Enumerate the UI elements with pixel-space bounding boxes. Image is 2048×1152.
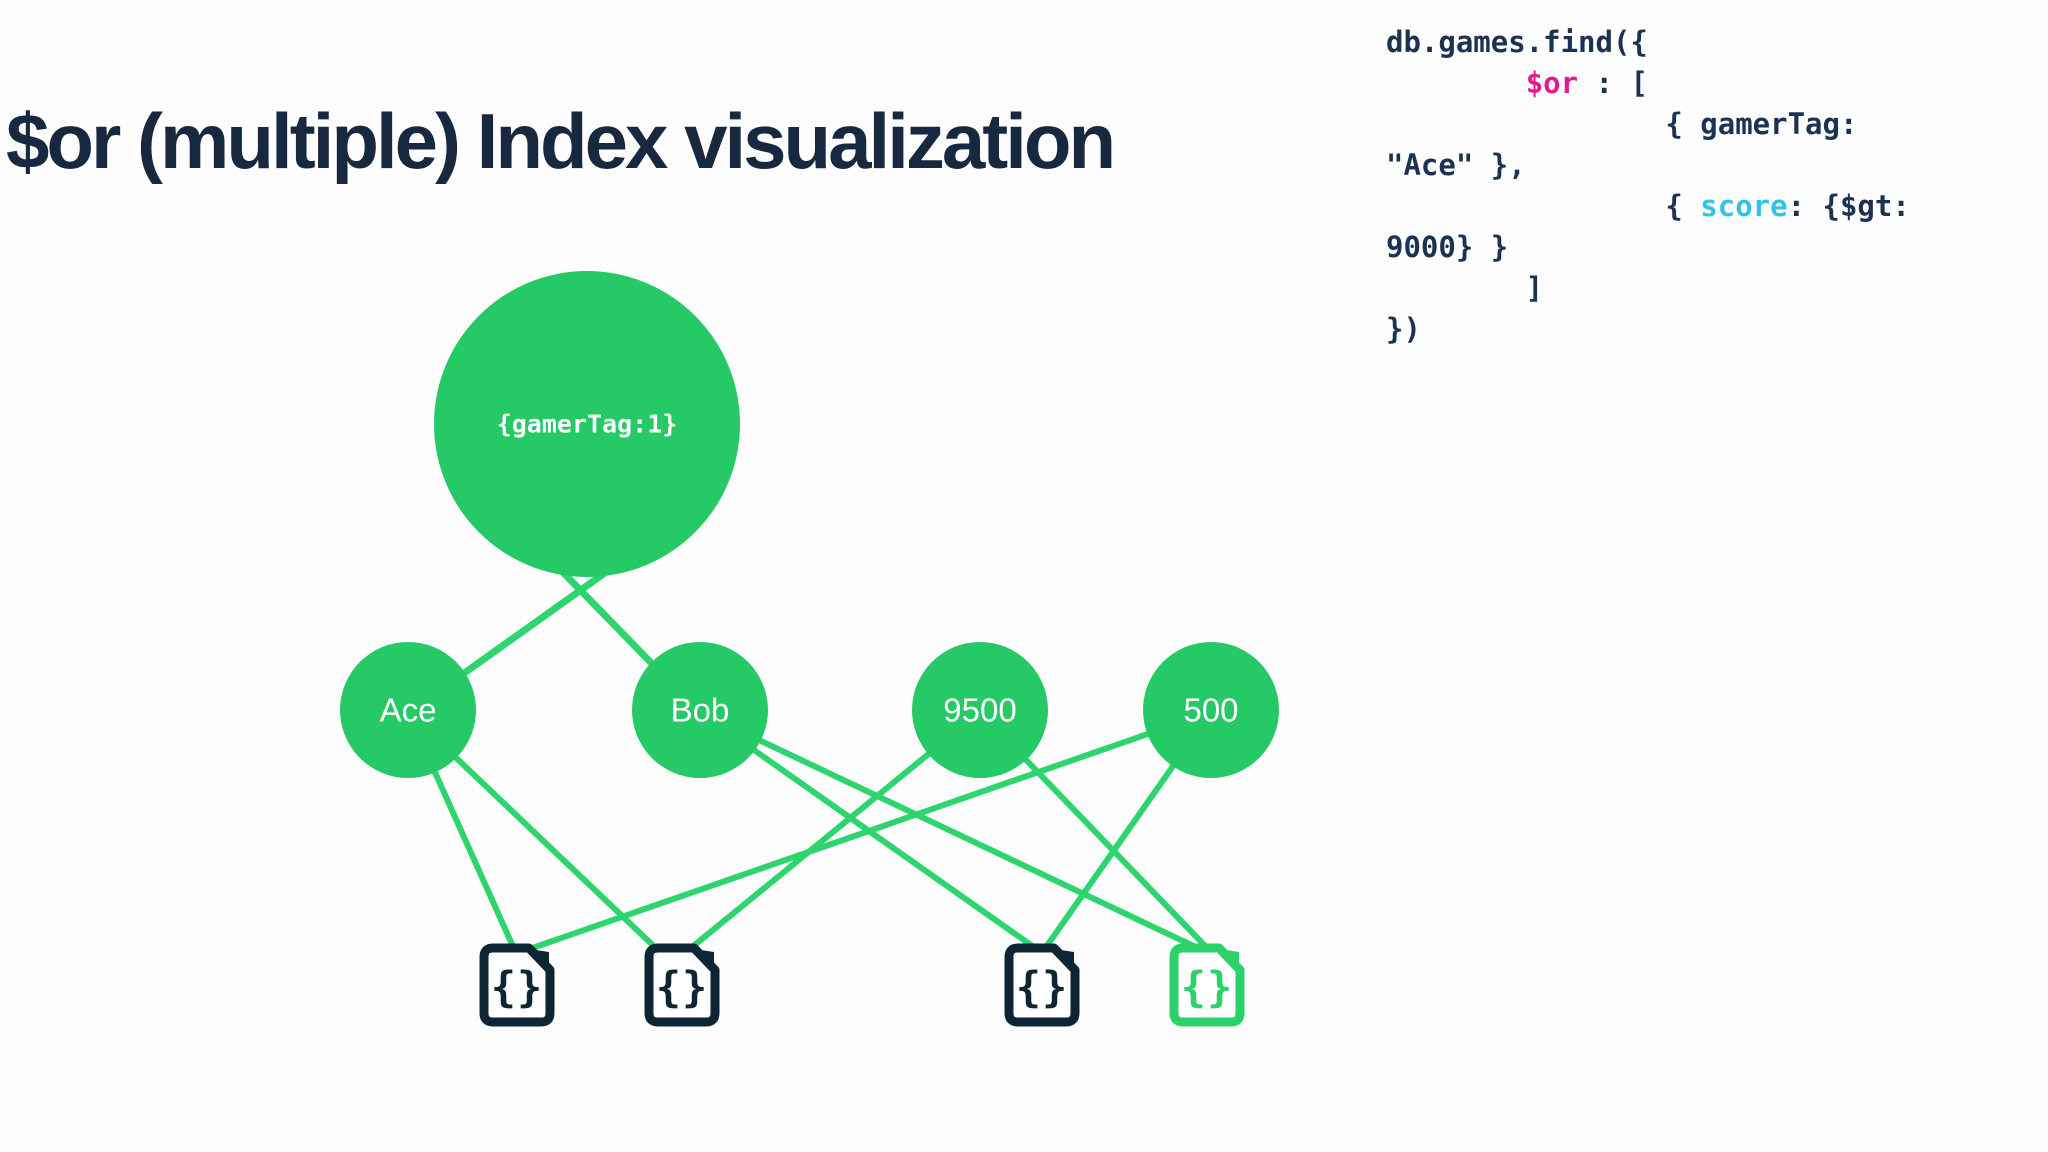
key-bob-node: Bob [632,642,768,778]
code-token: "Ace" }, [1386,148,1526,182]
key-ace-circle [340,642,476,778]
code-line-4: "Ace" }, [1386,145,2036,186]
code-line-7: ] [1386,268,2036,309]
doc-2-fold-corner [694,949,714,970]
doc-4-braces-glyph: {} [1181,963,1234,1012]
doc-3-document-icon: {} [1004,943,1080,1027]
code-token: { [1386,189,1701,223]
code-line-2: $or : [ [1386,63,2036,104]
key-500-label: 500 [1183,692,1238,729]
edge-500-doc1 [520,709,1212,955]
index-root-circle [434,271,740,577]
code-token-magenta: $or [1525,66,1579,100]
key-9500-circle [912,642,1048,778]
doc-1-braces-glyph: {} [491,963,544,1012]
key-ace-node: Ace [340,642,476,778]
key-500-node: 500 [1143,642,1279,778]
code-line-1: db.games.find({ [1386,22,2036,63]
index-root-node: {gamerTag:1} [434,271,740,577]
code-token: : [ [1578,66,1648,100]
doc-4-outline [1169,943,1245,1027]
doc-1-fold-corner [529,949,549,970]
query-code-snippet: db.games.find({ $or : [ { gamerTag: "Ace"… [1386,22,2036,350]
key-bob-label: Bob [671,692,730,729]
code-token: db.games.find({ [1386,25,1648,59]
edge-bob-doc4 [698,709,1204,953]
key-9500-label: 9500 [943,692,1016,729]
key-bob-circle [632,642,768,778]
code-token: ] [1386,271,1544,305]
doc-2-document-icon: {} [644,943,720,1027]
index-root-label: {gamerTag:1} [497,410,678,439]
code-token-cyan: score [1700,189,1788,223]
key-9500-node: 9500 [912,642,1048,778]
code-token: 9000} } [1386,230,1509,264]
doc-1-document-icon: {} [479,943,555,1027]
doc-2-outline [644,943,720,1027]
doc-1-outline [479,943,555,1027]
doc-4-document-icon: {} [1169,943,1245,1027]
code-token: : {$gt: [1787,189,1910,223]
doc-3-fold-corner [1054,949,1074,970]
code-line-5: { score: {$gt: [1386,186,2036,227]
page-title: $or (multiple) Index visualization [6,97,1116,186]
doc-3-braces-glyph: {} [1016,963,1069,1012]
code-token: { gamerTag: [1386,107,1858,141]
key-500-circle [1143,642,1279,778]
code-line-8: }) [1386,309,2036,350]
doc-2-braces-glyph: {} [656,963,709,1012]
doc-3-outline [1004,943,1080,1027]
code-line-3: { gamerTag: [1386,104,2036,145]
doc-4-fold-corner [1219,949,1239,970]
code-token: }) [1386,312,1421,346]
key-ace-label: Ace [380,692,437,729]
code-line-6: 9000} } [1386,227,2036,268]
